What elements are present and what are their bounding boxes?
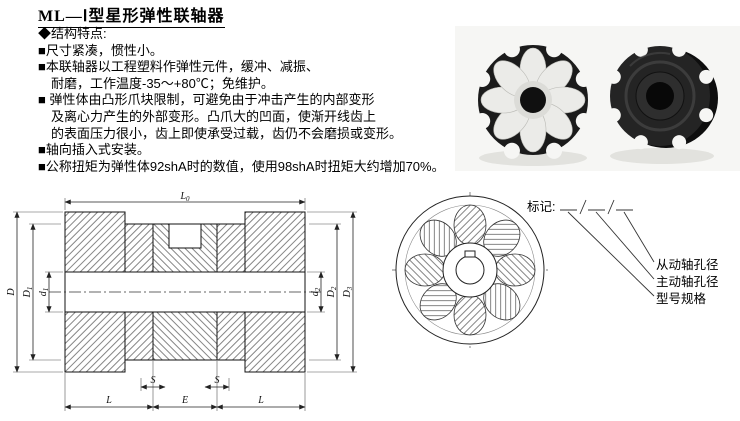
dim-label-S-right: S — [215, 375, 220, 386]
groove-ring — [624, 60, 696, 132]
callout-driving-bore: 主动轴孔径 — [656, 275, 719, 289]
coupling-photo-black — [604, 40, 718, 164]
marking-leader-lines — [560, 199, 655, 297]
feature-line: 的表面压力很小，齿上即使承受过载，齿仍不会磨损或变形。 — [51, 125, 403, 141]
dim-label-D2: D2 — [326, 286, 338, 298]
bore-circle — [455, 255, 485, 285]
dim-label-L-right: L — [257, 395, 264, 406]
feature-line: ■ 弹性体由凸形爪块限制，可避免由于冲击产生的内部变形 — [38, 92, 375, 108]
keyway — [464, 250, 476, 258]
dim-label-d2: d2 — [310, 287, 322, 296]
coupling-photo-white-star — [471, 38, 595, 166]
shadow — [610, 148, 714, 164]
feature-line: 及离心力产生的外部变形。凸爪大的凹面，使渐开线齿上 — [51, 108, 377, 124]
feature-line: ■公称扭矩为弹性体92shA时的数值，使用98shA时扭矩大约增加70%。 — [38, 158, 445, 174]
section-drawing: L0 D D1 d1 d2 D2 D3 S S L E L — [6, 191, 357, 411]
feature-line: ■尺寸紧凑，惯性小。 — [38, 42, 163, 58]
callout-model-spec: 型号规格 — [656, 292, 707, 306]
dim-label-d1: d1 — [38, 288, 50, 297]
dim-label-D3: D3 — [342, 286, 354, 298]
dim-label-D: D — [6, 288, 17, 297]
coupling-body-section — [64, 211, 306, 373]
jaw-tooth-section — [168, 223, 202, 249]
feature-line: 耐磨，工作温度-35～+80℃；免维护。 — [51, 75, 274, 91]
callout-driven-bore: 从动轴孔径 — [656, 258, 719, 272]
dim-label-D1: D1 — [22, 287, 34, 299]
dim-label-L0: L0 — [179, 191, 190, 203]
bore-hole — [520, 87, 546, 113]
features-section: ◆结构特点: ■尺寸紧凑，惯性小。 ■本联轴器以工程塑料作弹性元件，缓冲、减振、… — [38, 26, 468, 175]
dim-label-L-left: L — [105, 395, 112, 406]
dim-label-S-left: S — [151, 375, 156, 386]
front-view-drawing — [392, 192, 548, 348]
bore-hole — [646, 82, 674, 110]
feature-line: ■本联轴器以工程塑料作弹性元件，缓冲、减振、 — [38, 59, 319, 75]
product-photo — [455, 26, 740, 171]
page-title: ML—Ⅰ型星形弹性联轴器 — [38, 2, 225, 28]
marking-label: 标记: — [527, 200, 556, 214]
dimension-lines — [14, 199, 356, 410]
features-heading: ◆结构特点: — [38, 26, 107, 41]
dim-label-E: E — [181, 395, 188, 406]
highlight — [629, 51, 671, 67]
feature-line: ■轴向插入式安装。 — [38, 142, 150, 158]
